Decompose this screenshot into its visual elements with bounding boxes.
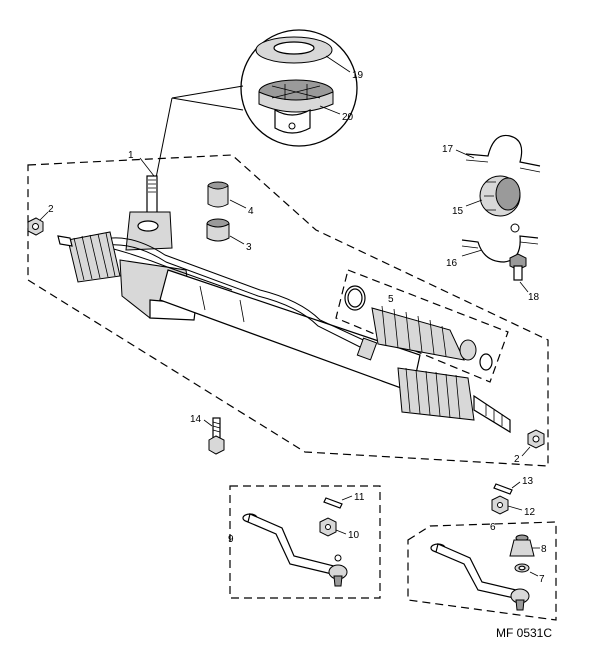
gaiter-small-part: [509, 534, 535, 557]
castle-nut-right-part: [491, 495, 509, 515]
detail-circle-group: 19 20: [155, 29, 364, 179]
callout-9: 9: [228, 534, 234, 545]
callout-20: 20: [342, 112, 354, 123]
callout-13: 13: [522, 476, 534, 487]
callout-7: 7: [539, 574, 545, 585]
gaiter-kit-boundary: [335, 269, 509, 383]
clamp-lower-part: [461, 223, 539, 263]
clamp-bush-part: [479, 175, 521, 217]
callout-8: 8: [541, 544, 547, 555]
callout-16: 16: [446, 258, 458, 269]
bush-part: [206, 218, 230, 242]
castle-nut-left-part: [319, 517, 337, 537]
tie-rod-end-left-part: [242, 513, 348, 587]
callout-12: 12: [524, 507, 536, 518]
callout-17: 17: [442, 144, 454, 155]
callout-3: 3: [246, 242, 252, 253]
callout-11: 11: [354, 492, 365, 503]
callout-10: 10: [348, 530, 360, 541]
callout-14: 14: [190, 414, 202, 425]
callout-1: 1: [128, 150, 134, 161]
mounting-bolt-part: [208, 417, 225, 455]
assembly-boundary: [27, 154, 549, 467]
clamp-upper-part: [465, 134, 541, 173]
callout-15: 15: [452, 206, 464, 217]
steering-rack-body: [57, 175, 511, 434]
callout-5: 5: [388, 294, 394, 305]
tie-rod-end-right-part: [430, 543, 530, 611]
callout-18: 18: [528, 292, 540, 303]
callout-2-left: 2: [48, 204, 54, 215]
nut-right-part: [527, 429, 545, 449]
callout-4: 4: [248, 206, 254, 217]
retaining-ring-part: [514, 563, 530, 573]
ring-washer-part: [255, 36, 333, 64]
split-pin-left-part: [323, 497, 343, 509]
gaiter-part: [344, 285, 493, 371]
bush-housing-part: [258, 79, 334, 134]
callout-19: 19: [352, 70, 364, 81]
tie-rod-kit-left-boundary: [229, 485, 381, 599]
tie-rod-kit-right-boundary: [407, 521, 557, 621]
split-pin-right-part: [493, 483, 513, 495]
nut-left-part: [27, 217, 44, 236]
diagram-reference-code: MF 0531C: [496, 626, 552, 640]
callout-6: 6: [490, 522, 496, 533]
mounting-bush-part: [207, 181, 229, 208]
callout-2-right: 2: [514, 454, 520, 465]
clamp-bolt-part: [509, 253, 527, 281]
